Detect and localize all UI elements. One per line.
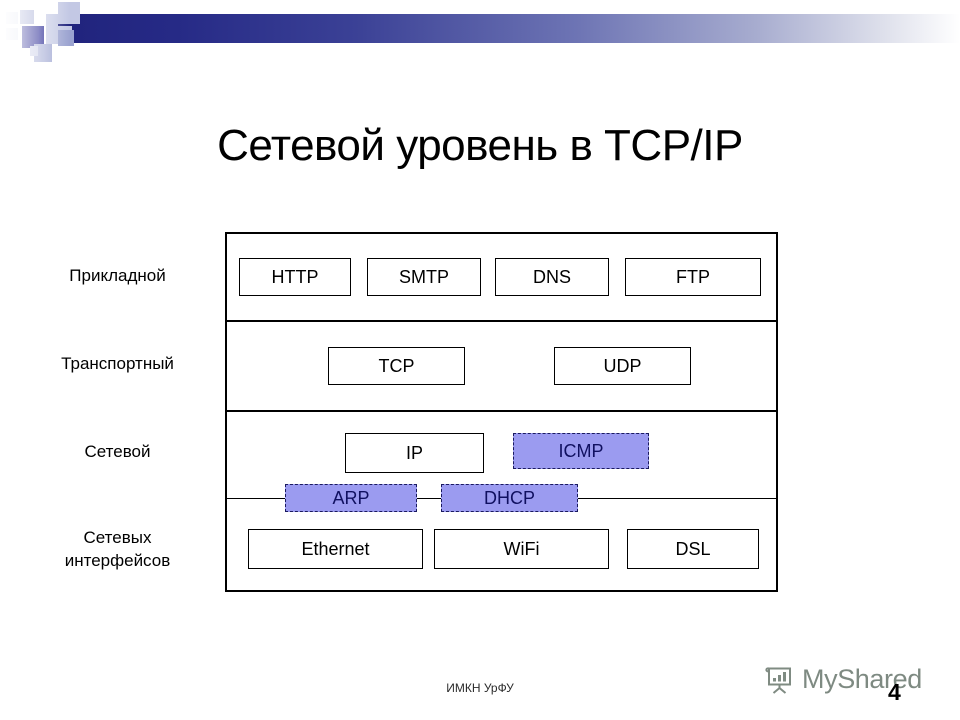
slide-number: 4 <box>888 679 901 705</box>
protocol-box-ethernet[interactable]: Ethernet <box>248 529 423 569</box>
protocol-box-wifi[interactable]: WiFi <box>434 529 609 569</box>
presentation-board-icon <box>762 662 796 696</box>
protocol-box-icmp[interactable]: ICMP <box>513 433 649 469</box>
protocol-box-udp[interactable]: UDP <box>554 347 691 385</box>
protocol-box-dhcp[interactable]: DHCP <box>441 484 578 512</box>
protocol-box-dsl[interactable]: DSL <box>627 529 759 569</box>
layer-label-transport: Транспортный <box>61 354 174 373</box>
protocol-box-smtp[interactable]: SMTP <box>367 258 481 296</box>
protocol-box-tcp[interactable]: TCP <box>328 347 465 385</box>
divider-transport-network <box>225 410 778 412</box>
layer-label-application: Прикладной <box>69 266 166 285</box>
divider-application-transport <box>225 320 778 322</box>
protocol-box-ip[interactable]: IP <box>345 433 484 473</box>
watermark-label: MyShared <box>802 663 922 694</box>
protocol-box-ftp[interactable]: FTP <box>625 258 761 296</box>
layer-label-network-interface: Сетевых интерфейсов <box>64 528 171 570</box>
page-title: Сетевой уровень в TCP/IP <box>217 121 743 171</box>
protocol-box-dns[interactable]: DNS <box>495 258 609 296</box>
protocol-box-http[interactable]: HTTP <box>239 258 351 296</box>
header-gradient-bar <box>56 14 960 43</box>
layer-label-network: Сетевой <box>84 442 151 461</box>
protocol-box-arp[interactable]: ARP <box>285 484 417 512</box>
myshared-watermark: MyShared <box>762 655 952 703</box>
footer-organization: ИМКН УрФУ <box>446 681 514 695</box>
